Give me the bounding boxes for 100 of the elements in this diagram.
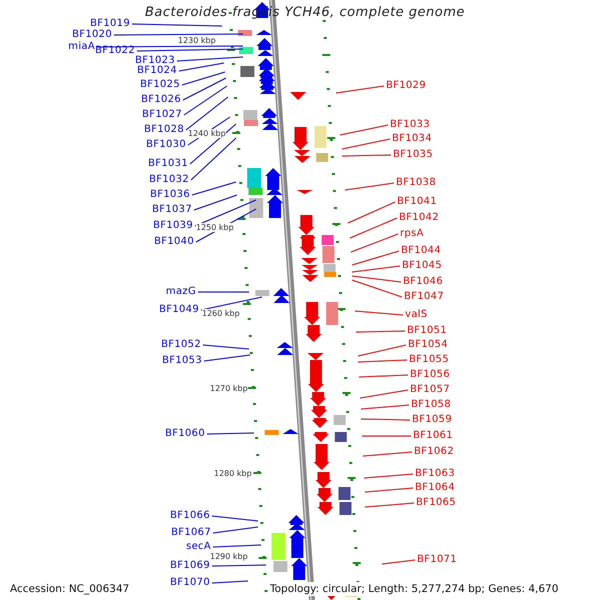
gene-label: BF1070 bbox=[170, 577, 210, 589]
leader-line bbox=[212, 526, 258, 534]
leader-line bbox=[354, 310, 404, 316]
leader-line bbox=[194, 200, 256, 226]
leader-line bbox=[356, 330, 406, 332]
leader-line bbox=[352, 276, 402, 282]
gene-label: BF1054 bbox=[408, 339, 448, 351]
leader-line bbox=[132, 24, 222, 26]
gene-label: BF1066 bbox=[170, 510, 210, 522]
leader-line bbox=[186, 96, 228, 130]
leader-line bbox=[364, 474, 414, 478]
leader-line bbox=[184, 86, 228, 116]
gene-label: BF1038 bbox=[396, 177, 436, 189]
gene-label: BF1030 bbox=[146, 139, 186, 151]
gene-label: BF1067 bbox=[171, 527, 211, 539]
gene-label: BF1037 bbox=[152, 204, 192, 216]
gene-label: BF1023 bbox=[135, 55, 175, 67]
leader-line bbox=[360, 404, 410, 410]
leader-line bbox=[212, 544, 262, 548]
scale-label: 1260 kbp bbox=[202, 308, 240, 318]
gene-label: BF1056 bbox=[410, 369, 450, 381]
gene-label: BF1064 bbox=[415, 482, 455, 494]
leader-line bbox=[358, 374, 408, 378]
leader-line bbox=[352, 250, 400, 266]
gene-label: valS bbox=[405, 309, 428, 321]
leader-line bbox=[182, 72, 226, 86]
gene-label: BF1060 bbox=[165, 428, 205, 440]
gene-label: BF1053 bbox=[162, 355, 202, 367]
leader-line bbox=[364, 488, 414, 492]
leader-line bbox=[96, 46, 244, 48]
leader-line bbox=[194, 194, 238, 210]
leader-line bbox=[358, 344, 406, 356]
leader-line bbox=[360, 390, 408, 398]
gene-label: BF1020 bbox=[72, 29, 112, 41]
leader-line bbox=[212, 564, 266, 566]
leader-line bbox=[176, 56, 244, 62]
gene-label: BF1032 bbox=[149, 174, 189, 186]
leader-line bbox=[204, 354, 250, 362]
gene-label: BF1061 bbox=[413, 430, 453, 442]
leader-line bbox=[382, 560, 416, 564]
gene-label: BF1047 bbox=[404, 291, 444, 303]
scale-label: 1270 kbp bbox=[210, 384, 248, 392]
gene-label: BF1029 bbox=[386, 80, 426, 92]
gene-label: BF1027 bbox=[142, 109, 182, 121]
leader-line bbox=[212, 516, 258, 522]
leader-line bbox=[350, 218, 398, 238]
gene-label: BF1033 bbox=[390, 119, 430, 131]
leader-line bbox=[200, 296, 262, 310]
gene-label: BF1062 bbox=[414, 446, 454, 458]
gene-label: BF1045 bbox=[402, 260, 442, 272]
gene-label: BF1024 bbox=[137, 65, 177, 77]
gene-label: BF1041 bbox=[397, 196, 437, 208]
gene-label: BF1052 bbox=[161, 339, 201, 351]
scale-label: 1290 kbp bbox=[210, 552, 248, 560]
leader-line bbox=[336, 86, 384, 94]
gene-label: BF1051 bbox=[407, 325, 447, 337]
gene-label: BF1026 bbox=[141, 94, 181, 106]
scale-label: 1280 kbp bbox=[214, 468, 252, 478]
gene-label: BF1055 bbox=[409, 354, 449, 366]
leader-line bbox=[136, 48, 244, 52]
scale-label: 1240 kbp bbox=[188, 128, 226, 138]
gene-label: BF1063 bbox=[415, 468, 455, 480]
leader-line bbox=[362, 452, 412, 456]
gene-label: BF1046 bbox=[403, 276, 443, 288]
leader-line bbox=[342, 138, 390, 150]
leader-line bbox=[358, 360, 408, 362]
gene-label: BF1044 bbox=[401, 245, 441, 257]
gene-label: BF1059 bbox=[412, 414, 452, 426]
leader-line bbox=[178, 62, 224, 72]
leader-line bbox=[348, 202, 396, 224]
scale-label: 1230 kbp bbox=[178, 36, 216, 44]
gene-label: BF1028 bbox=[144, 124, 184, 136]
leader-line bbox=[190, 124, 236, 164]
gene-label: BF1042 bbox=[399, 212, 439, 224]
leader-line bbox=[182, 78, 226, 100]
gene-label: BF1034 bbox=[392, 133, 432, 145]
leader-line bbox=[342, 154, 392, 156]
leader-line bbox=[340, 124, 388, 136]
gene-label: BF1057 bbox=[410, 384, 450, 396]
gene-label: BF1025 bbox=[140, 79, 180, 91]
leader-line bbox=[212, 580, 248, 584]
leader-line bbox=[352, 266, 400, 272]
gene-label: rpsA bbox=[400, 228, 424, 240]
leader-line bbox=[360, 418, 410, 420]
accession-note: Accession: NC_006347 bbox=[10, 582, 130, 596]
gene-label: BF1071 bbox=[417, 554, 457, 566]
gene-label: BF1069 bbox=[170, 560, 210, 572]
gene-label: BF1065 bbox=[416, 497, 456, 509]
leader-line bbox=[350, 234, 398, 252]
gene-label: BF1040 bbox=[154, 236, 194, 248]
leader-line bbox=[344, 182, 394, 190]
leader-line bbox=[202, 344, 250, 350]
gene-label: BF1036 bbox=[150, 189, 190, 201]
genome-summary: Topology: circular; Length: 5,277,274 bp; Genes: 4,670 bbox=[270, 582, 558, 596]
leader-line bbox=[190, 138, 236, 180]
gene-label: BF1035 bbox=[393, 149, 433, 161]
gene-label: BF1049 bbox=[159, 304, 199, 316]
gene-label: BF1019 bbox=[90, 18, 130, 30]
scale-label: 1250 kbp bbox=[196, 222, 234, 232]
leader-line bbox=[192, 182, 236, 196]
